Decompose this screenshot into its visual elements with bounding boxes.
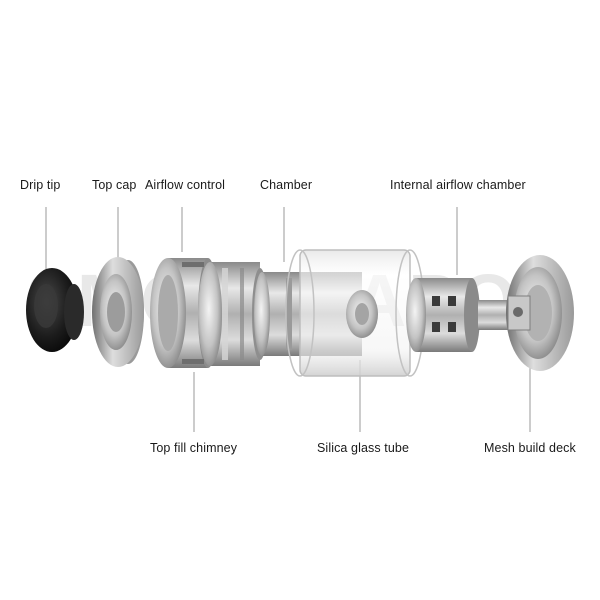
label-chamber: Chamber	[260, 178, 313, 192]
label-internal-airflow-chamber: Internal airflow chamber	[390, 178, 526, 192]
label-top-cap: Top cap	[92, 178, 137, 192]
glass-tube-part	[285, 249, 425, 377]
mesh-build-deck-part	[478, 255, 574, 371]
internal-airflow-chamber-part	[406, 278, 480, 352]
top-cap-part	[92, 257, 144, 367]
label-top-fill-chimney: Top fill chimney	[150, 441, 238, 455]
label-drip-tip: Drip tip	[20, 178, 61, 192]
label-silica-glass-tube: Silica glass tube	[317, 441, 410, 455]
drip-tip-part	[26, 268, 84, 352]
label-mesh-build-deck: Mesh build deck	[484, 441, 576, 455]
label-airflow-control: Airflow control	[145, 178, 225, 192]
